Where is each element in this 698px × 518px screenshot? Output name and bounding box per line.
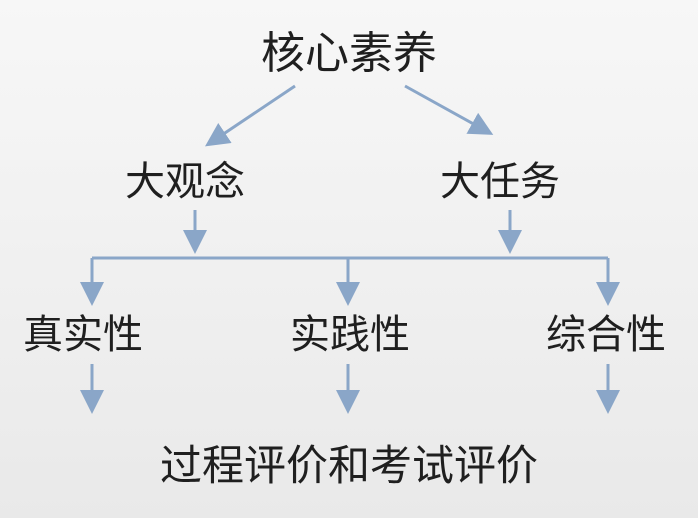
node-big-task: 大任务 xyxy=(440,159,560,205)
node-comprehensiveness: 综合性 xyxy=(546,312,666,358)
node-practicality: 实践性 xyxy=(290,312,410,358)
node-big-concept: 大观念 xyxy=(125,159,245,205)
node-process-and-exam-evaluation: 过程评价和考试评价 xyxy=(159,441,539,490)
arrow-root-to-darenwu xyxy=(404,84,494,135)
node-authenticity: 真实性 xyxy=(23,312,143,358)
node-core-competency: 核心素养 xyxy=(261,28,437,79)
arrow-root-to-daguannian xyxy=(205,84,296,147)
